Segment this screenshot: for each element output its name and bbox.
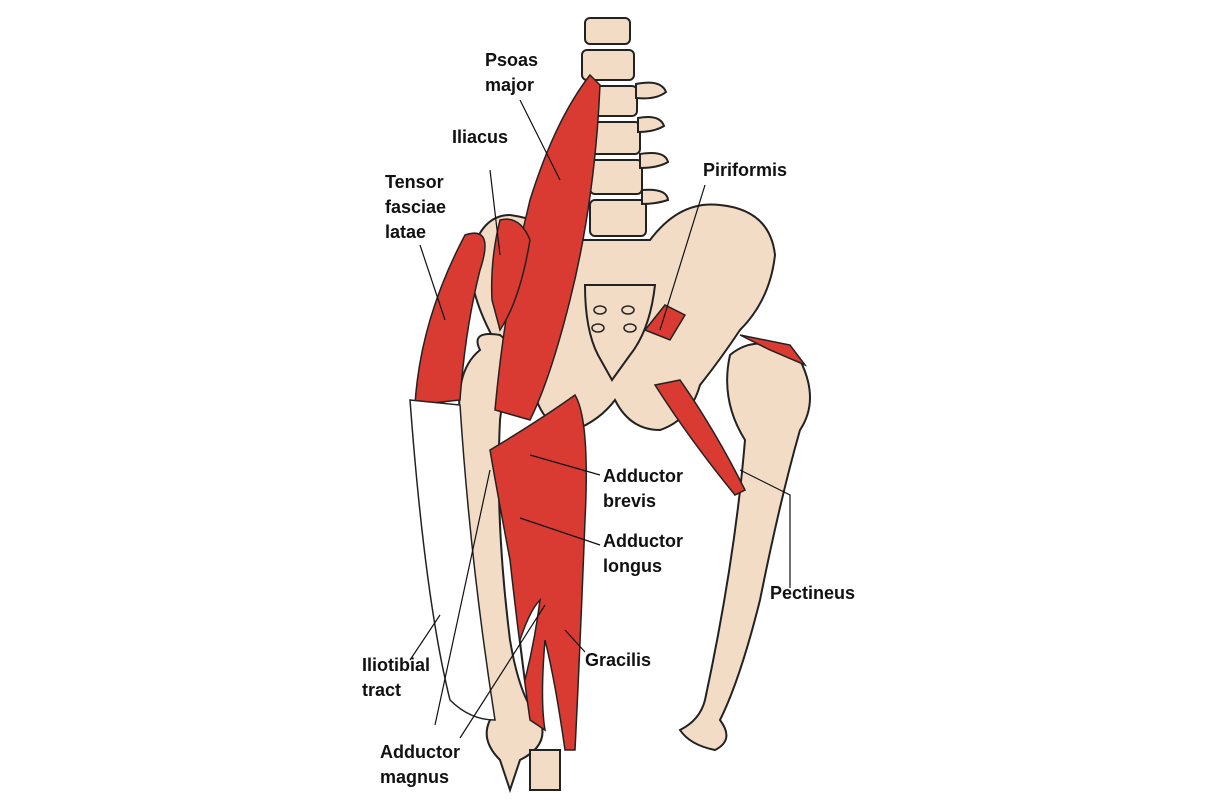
label-pectineus: Pectineus	[770, 581, 855, 606]
label-iliotibial-tract: Iliotibial tract	[362, 653, 430, 703]
iliacus-muscle	[490, 218, 531, 332]
label-line: Gracilis	[585, 650, 652, 670]
label-line: magnus	[380, 767, 450, 787]
label-line: Iliotibial	[362, 655, 431, 675]
label-tensor-fasciae-latae: Tensor fasciae latae	[385, 170, 446, 245]
label-line: Iliacus	[452, 127, 509, 147]
tensor-fasciae-latae-muscle	[414, 232, 486, 406]
label-adductor-brevis: Adductor brevis	[603, 464, 683, 514]
piriformis-muscle	[643, 304, 687, 341]
label-line: longus	[603, 556, 662, 576]
label-line: fasciae	[385, 197, 447, 217]
label-psoas-major: Psoas major	[485, 48, 538, 98]
label-gracilis: Gracilis	[585, 648, 651, 673]
label-line: major	[485, 75, 535, 95]
label-line: latae	[385, 222, 427, 242]
label-line: Pectineus	[770, 583, 856, 603]
label-line: Adductor	[603, 531, 683, 551]
leader-lines	[409, 99, 791, 739]
obturator-muscle	[739, 334, 808, 367]
label-line: Piriformis	[703, 160, 788, 180]
label-line: Adductor	[603, 466, 683, 486]
label-line: tract	[362, 680, 402, 700]
psoas-major-muscle	[494, 73, 601, 421]
label-line: Psoas	[485, 50, 539, 70]
pectineus-muscle	[653, 379, 747, 496]
label-iliacus: Iliacus	[452, 125, 508, 150]
label-adductor-longus: Adductor longus	[603, 529, 683, 579]
sacrum	[583, 284, 657, 382]
adductor-muscles	[489, 393, 587, 751]
label-adductor-magnus: Adductor magnus	[380, 740, 460, 790]
label-line: Tensor	[385, 172, 444, 192]
label-line: Adductor	[380, 742, 460, 762]
label-piriformis: Piriformis	[703, 158, 787, 183]
label-line: brevis	[603, 491, 657, 511]
left-femur	[678, 342, 811, 752]
